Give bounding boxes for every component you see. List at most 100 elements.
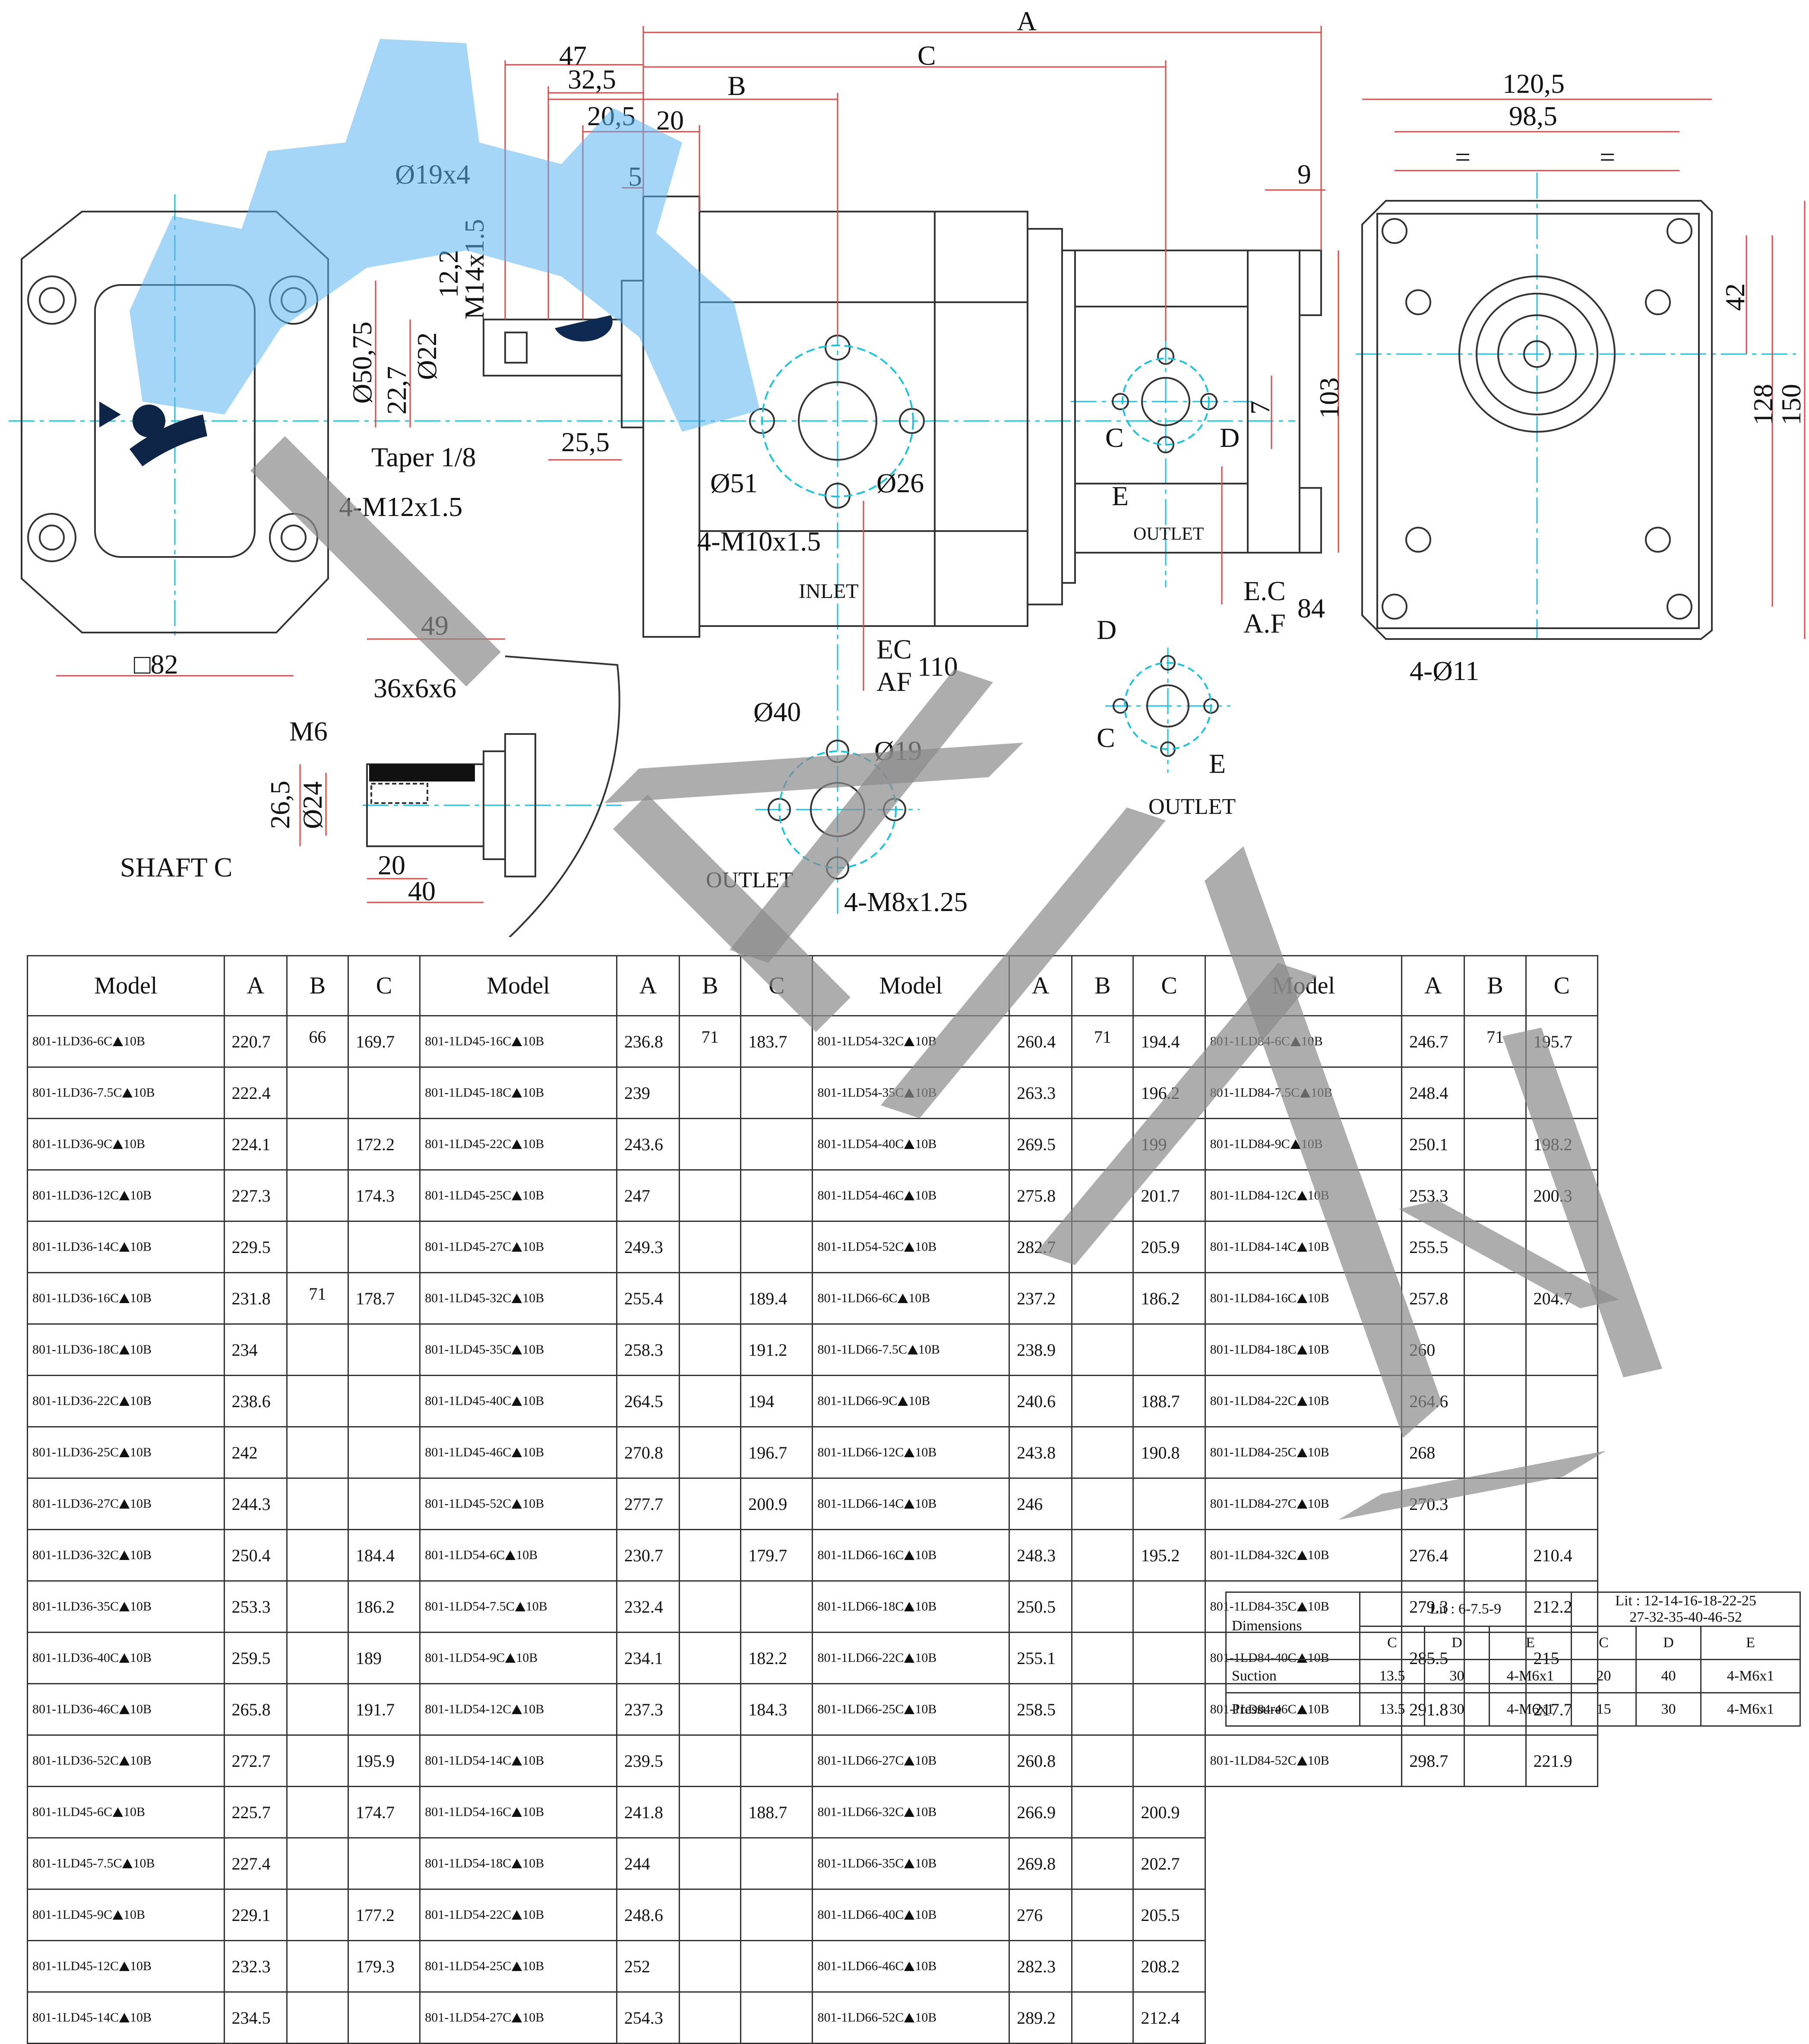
b-cell [1464,1529,1527,1582]
b-cell [1071,1683,1134,1736]
a-cell: 241.8 [616,1786,680,1838]
c-cell: 188.7 [740,1786,813,1838]
shaft-c-key [369,764,475,782]
triangle-icon [512,1859,522,1868]
a-cell: 230.7 [616,1529,680,1582]
c-cell: 189 [347,1632,421,1684]
a-cell: 249.3 [616,1221,680,1273]
b-cell [1071,1221,1134,1273]
b-cell [679,1734,742,1787]
a-cell: 264.5 [616,1375,680,1427]
dims-value: 20 [1571,1659,1637,1693]
c-cell [740,1221,813,1273]
dimension-lines [56,26,1806,903]
b-cell [286,1837,349,1890]
b-cell [679,1323,742,1376]
c-cell [1132,1683,1206,1736]
col-header-c: C [1132,955,1206,1016]
empty-cell [1526,1992,1597,2044]
b-cell [286,1734,349,1787]
a-cell: 234.5 [223,1991,288,2044]
triangle-icon [904,1859,915,1868]
triangle-icon [904,1756,915,1766]
dims-col-header: D [1424,1626,1490,1660]
empty-cell [1526,1941,1597,1992]
a-cell: 258.3 [616,1323,680,1376]
outlet-right-C: C [1097,722,1115,753]
triangle-icon [904,1191,915,1200]
a-cell: 253.3 [1401,1169,1465,1222]
b-cell [286,1426,349,1479]
c-cell [347,1323,421,1376]
b-cell [1071,1169,1134,1222]
c-cell: 212.4 [1132,1991,1206,2044]
outlet-right-label: OUTLET [1148,794,1236,819]
shaftc-40: 40 [408,876,436,906]
rear-flange-view [1361,200,1713,640]
b-cell [286,1221,349,1273]
c-cell [1132,1323,1206,1376]
b-cell [679,1991,742,2044]
a-cell: 248.4 [1401,1066,1465,1119]
b-cell [1464,1323,1527,1376]
col-header-c: C [740,955,813,1016]
triangle-icon [119,1242,130,1252]
outlet-right-D: D [1097,614,1116,645]
c-cell: 177.2 [347,1889,421,1941]
shaft-bore: Ø19x4 [395,159,470,190]
a-cell: 250.1 [1401,1118,1465,1171]
triangle-icon [119,1294,130,1303]
triangle-icon [512,1088,522,1098]
triangle-icon [112,1139,123,1149]
outlet-af: A.F [1243,608,1286,639]
empty-cell [1464,1889,1526,1941]
triangle-icon [904,1550,915,1560]
b-cell [679,1580,742,1633]
inlet-d51: Ø51 [710,468,758,498]
b-cell [679,1632,742,1684]
outlet-ec: E.C [1243,576,1286,606]
c-cell [740,1940,813,1993]
dims-value: 13.5 [1359,1692,1425,1727]
b-cell [286,1066,349,1119]
taper-label: Taper 1/8 [371,442,476,472]
c-cell [740,1066,813,1119]
dim-20-5: 20,5 [587,101,636,131]
a-cell: 275.8 [1009,1169,1073,1222]
empty-cell [1402,1838,1464,1889]
a-cell: 227.4 [223,1837,288,1890]
triangle-icon [512,1499,522,1509]
triangle-icon [904,1448,915,1457]
b-cell [286,1683,349,1736]
dims-value: 30 [1424,1659,1490,1693]
c-cell [1525,1066,1599,1119]
dims-table: Dimensions Lit : 6-7.5-9 Lit : 12-14-16-… [1225,1592,1801,1727]
c-cell [1525,1478,1599,1530]
empty-cell [1464,1838,1526,1889]
dim-128: 128 [1748,384,1778,425]
a-cell: 220.7 [223,1015,288,1068]
b-cell [679,1066,742,1119]
inlet-label: INLET [799,580,859,603]
b-cell [679,1478,742,1530]
triangle-icon [505,1550,516,1560]
dims-value: 4-M6x1 [1488,1692,1572,1727]
